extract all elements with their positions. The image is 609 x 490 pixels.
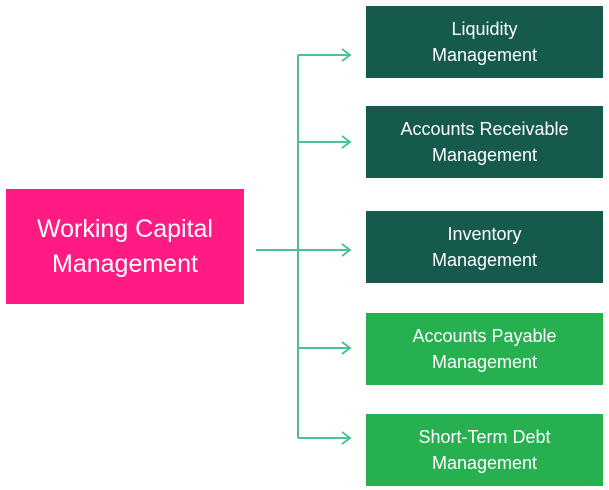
node-label-line-2: Management	[431, 453, 538, 473]
arrow-3	[298, 243, 352, 257]
node-label-line-2: Management	[431, 250, 538, 270]
arrow-5	[298, 431, 352, 445]
arrow-2	[298, 135, 352, 149]
node-label-line-1: Short-Term Debt	[418, 427, 551, 447]
node-accounts-receivable-management: Accounts Receivable Management	[366, 106, 603, 178]
arrow-1	[298, 48, 352, 62]
root-label-line-1: Working Capital	[36, 214, 213, 243]
node-label-line-1: Inventory	[447, 224, 522, 244]
node-label-line-2: Management	[431, 352, 538, 372]
node-label-line-1: Accounts Receivable	[400, 119, 569, 139]
root-node-working-capital-management: Working Capital Management	[6, 189, 244, 304]
root-label-line-2: Management	[52, 249, 198, 278]
node-label-line-1: Accounts Payable	[412, 326, 557, 346]
node-short-term-debt-management: Short-Term Debt Management	[366, 414, 603, 486]
node-liquidity-management: Liquidity Management	[366, 6, 603, 78]
node-label-line-1: Liquidity	[451, 19, 518, 39]
node-inventory-management: Inventory Management	[366, 211, 603, 283]
arrow-4	[298, 341, 352, 355]
node-label-line-2: Management	[431, 45, 538, 65]
node-accounts-payable-management: Accounts Payable Management	[366, 313, 603, 385]
node-label-line-2: Management	[431, 145, 538, 165]
